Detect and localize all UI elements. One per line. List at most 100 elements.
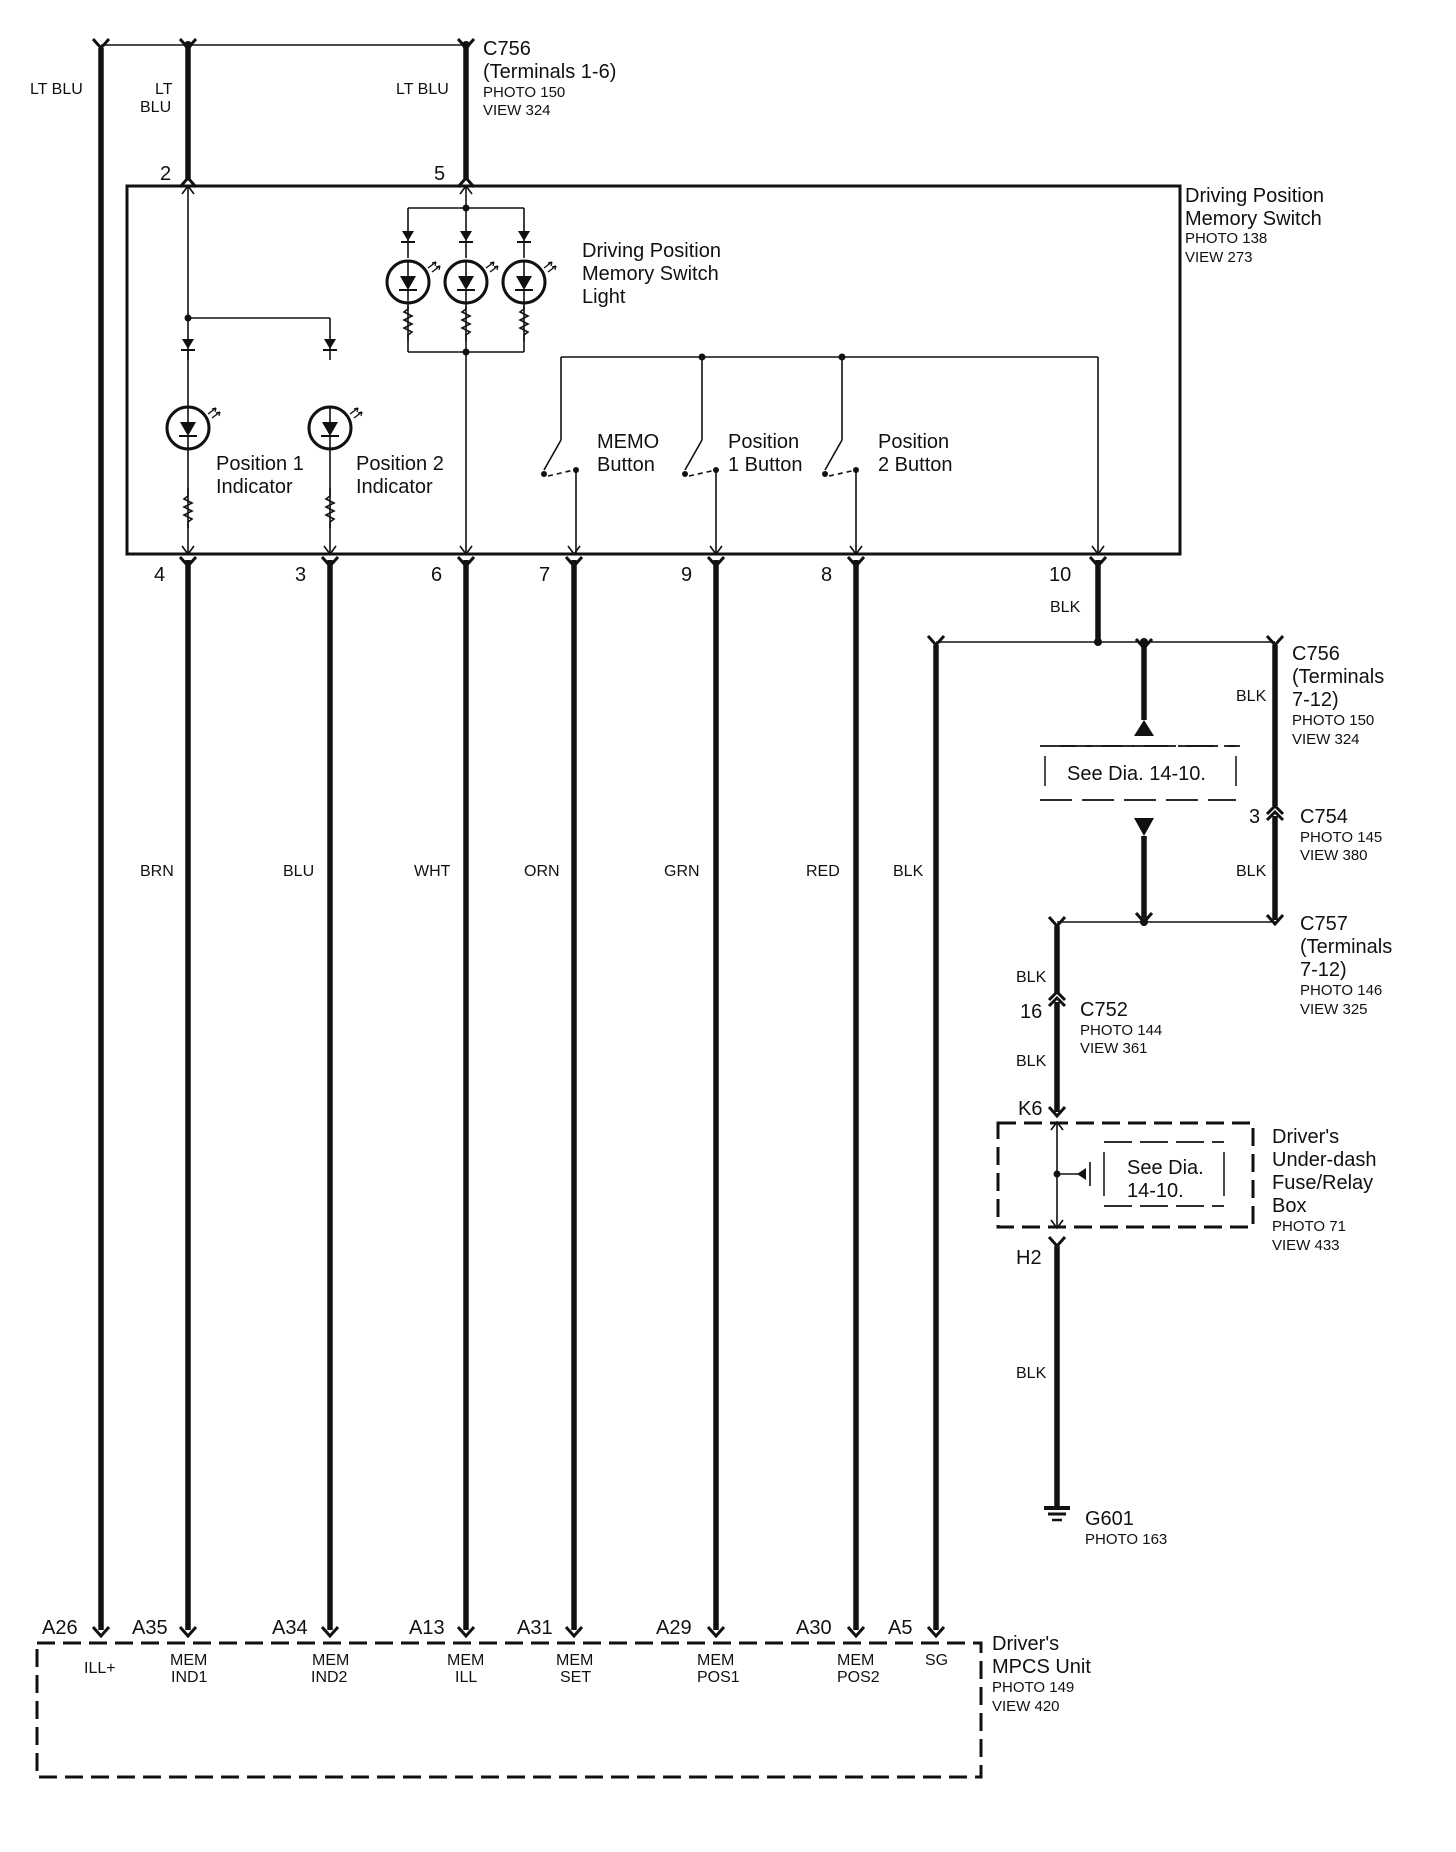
c756-top-photo: PHOTO 150 [483, 84, 565, 101]
mpcs-pin-a35: A35 [132, 1617, 168, 1639]
mpcs-pin-a26: A26 [42, 1617, 78, 1639]
pin-8: 8 [821, 564, 832, 586]
fuse-title-1: Driver's [1272, 1126, 1339, 1148]
mpcs-label-mem-6: MEM [837, 1652, 874, 1669]
fuse-relay-box [996, 1121, 1255, 1229]
wire-label-blk-c757: BLK [1016, 969, 1047, 986]
c752-view: VIEW 361 [1080, 1040, 1148, 1057]
wire-label-brn: BRN [140, 863, 174, 880]
wire-label-blu: BLU [283, 863, 314, 880]
pin-2: 2 [160, 163, 171, 185]
mpcs-label-mem-2: MEM [312, 1652, 349, 1669]
light-label-1: Driving Position [582, 240, 721, 262]
c754-photo: PHOTO 145 [1300, 829, 1382, 846]
mpcs-title-1: Driver's [992, 1633, 1059, 1655]
mpcs-pin-a30: A30 [796, 1617, 832, 1639]
mpcs-unit-box [35, 1641, 983, 1779]
mpcs-label-sg: SG [925, 1652, 948, 1669]
fuse-title-4: Box [1272, 1195, 1306, 1217]
mpcs-pin-a5: A5 [888, 1617, 912, 1639]
c756-right-name: C756 [1292, 643, 1340, 665]
mpcs-label-mem-5: MEM [697, 1652, 734, 1669]
switch-title-1: Driving Position [1185, 185, 1324, 207]
wire-label-a35-2: BLU [140, 99, 171, 116]
c756-top-sub: (Terminals 1-6) [483, 61, 616, 83]
pos2-button-1: Position [878, 431, 949, 453]
switch-photo: PHOTO 138 [1185, 230, 1267, 247]
wire-label-blk-10: BLK [1050, 599, 1081, 616]
mpcs-label-mem-3: MEM [447, 1652, 484, 1669]
memory-switch-box [125, 184, 1182, 556]
mpcs-label-ill: ILL [455, 1669, 477, 1686]
mpcs-label-mem-1: MEM [170, 1652, 207, 1669]
fuse-pin-k6: K6 [1018, 1098, 1042, 1120]
main-wires [98, 48, 1101, 1630]
c756-right-photo: PHOTO 150 [1292, 712, 1374, 729]
fuse-pin-h2: H2 [1016, 1247, 1042, 1269]
mpcs-label-pos2: POS2 [837, 1669, 880, 1686]
g601-name: G601 [1085, 1508, 1134, 1530]
fuse-title-3: Fuse/Relay [1272, 1172, 1373, 1194]
mpcs-view: VIEW 420 [992, 1698, 1060, 1715]
fuse-see-dia-1: See Dia. [1127, 1157, 1204, 1179]
pin-5: 5 [434, 163, 445, 185]
pin-4: 4 [154, 564, 165, 586]
mpcs-label-mem-4: MEM [556, 1652, 593, 1669]
pos1-button-2: 1 Button [728, 454, 803, 476]
wire-label-blk-sg: BLK [893, 863, 924, 880]
mpcs-label-set: SET [560, 1669, 591, 1686]
memo-button-2: Button [597, 454, 655, 476]
wire-label-blk-c756: BLK [1236, 688, 1267, 705]
top-bus [91, 37, 476, 50]
pin-9: 9 [681, 564, 692, 586]
pos1-indicator-1: Position 1 [216, 453, 304, 475]
wire-label-blk-c752: BLK [1016, 1053, 1047, 1070]
c757-sub1: (Terminals [1300, 936, 1392, 958]
g601-photo: PHOTO 163 [1085, 1531, 1167, 1548]
pos2-indicator-1: Position 2 [356, 453, 444, 475]
c752-pin: 16 [1020, 1001, 1042, 1023]
pos1-button-1: Position [728, 431, 799, 453]
fuse-view: VIEW 433 [1272, 1237, 1340, 1254]
mpcs-photo: PHOTO 149 [992, 1679, 1074, 1696]
light-label-3: Light [582, 286, 626, 308]
wire-label-blk-c754: BLK [1236, 863, 1267, 880]
fuse-see-dia-box [1103, 1141, 1225, 1207]
switch-internals [165, 185, 1105, 555]
mpcs-label-pos1: POS1 [697, 1669, 740, 1686]
c757-name: C757 [1300, 913, 1348, 935]
mpcs-title-2: MPCS Unit [992, 1656, 1091, 1678]
light-label-2: Memory Switch [582, 263, 719, 285]
pin-7: 7 [539, 564, 550, 586]
c756-right-sub2: 7-12) [1292, 689, 1339, 711]
c754-name: C754 [1300, 806, 1348, 828]
pos2-indicator-2: Indicator [356, 476, 433, 498]
mpcs-pin-a29: A29 [656, 1617, 692, 1639]
pin-10: 10 [1049, 564, 1071, 586]
c754-view: VIEW 380 [1300, 847, 1368, 864]
memo-button-1: MEMO [597, 431, 659, 453]
wire-label-blk-g601: BLK [1016, 1365, 1047, 1382]
pos2-button-2: 2 Button [878, 454, 953, 476]
fuse-see-dia-2: 14-10. [1127, 1180, 1184, 1202]
pin-3: 3 [295, 564, 306, 586]
switch-view: VIEW 273 [1185, 249, 1253, 266]
ground-network [926, 634, 1285, 1522]
c756-right-sub1: (Terminals [1292, 666, 1384, 688]
c756-top-view: VIEW 324 [483, 102, 551, 119]
see-dia-main: See Dia. 14-10. [1067, 763, 1206, 785]
wire-label-a35-1: LT [155, 81, 173, 98]
c752-photo: PHOTO 144 [1080, 1022, 1162, 1039]
wire-label-wht: WHT [414, 863, 451, 880]
see-dia-box [1040, 745, 1240, 801]
c756-top-name: C756 [483, 38, 531, 60]
mpcs-pin-a31: A31 [517, 1617, 553, 1639]
pin-6: 6 [431, 564, 442, 586]
switch-title-2: Memory Switch [1185, 208, 1322, 230]
wire-label-orn: ORN [524, 863, 560, 880]
mpcs-pin-a13: A13 [409, 1617, 445, 1639]
c757-photo: PHOTO 146 [1300, 982, 1382, 999]
wire-label-grn: GRN [664, 863, 700, 880]
c757-view: VIEW 325 [1300, 1001, 1368, 1018]
